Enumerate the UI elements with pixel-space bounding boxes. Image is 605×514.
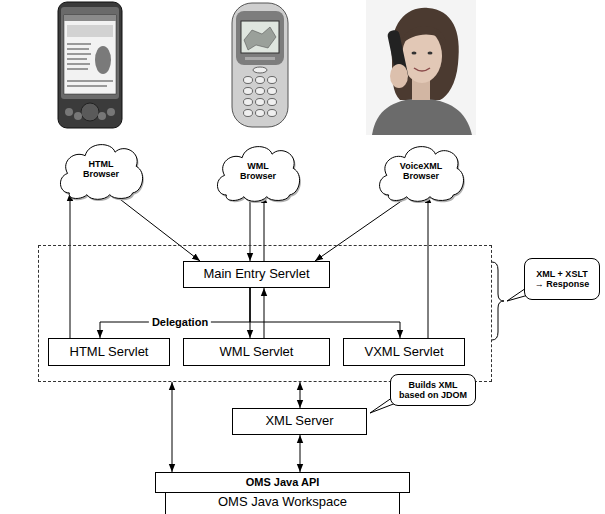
phone-brand [245,57,275,60]
phone-key [244,77,253,84]
screen-line [67,80,113,82]
group-brace [492,262,504,340]
pda-screen [64,15,116,94]
cloud-shape [217,147,299,202]
phone-key [256,88,265,95]
workspace-box: OMS Java WorkspaceOMS Java API [165,482,400,514]
browser-cloud: WML Browser [214,140,302,202]
screen-line [67,53,91,55]
phone-key [256,99,265,106]
browser-cloud: HTML Browser [57,138,145,200]
connector-arrow [300,435,301,472]
node-label: WML Browser [233,161,283,182]
connector-arrow [172,382,173,472]
connector-arrow [300,382,301,408]
servlet-box: VXML Servlet [343,338,465,366]
connector-arrow [428,195,429,338]
server-box: XML Server [232,408,367,435]
phone-key [256,77,265,84]
pda-button [74,112,82,120]
node-label: HTML Servlet [70,345,149,360]
pda-button [98,112,106,120]
screen-figure [95,46,111,74]
screen-line [67,58,87,60]
eye [412,52,417,55]
browser-cloud: VoiceXML Browser [376,140,466,202]
connector-arrow [264,288,265,338]
node-label: Builds XML based on JDOM [397,380,469,401]
servlet-box: HTML Servlet [48,338,170,366]
shoulders [372,98,472,135]
phone-front [236,11,284,65]
connector-arrow [315,195,410,261]
api-box: OMS Java API [155,472,410,493]
phone-key [268,110,277,117]
connector-arrow [250,195,251,261]
node-label: Main Entry Servlet [203,267,309,282]
phone-key [244,99,253,106]
node-label: XML Server [265,414,333,429]
connector-arrow [264,195,265,261]
connector-arrow [100,288,250,338]
screen-bar [64,15,116,21]
phone-body [232,3,288,127]
connectors [70,193,428,472]
screen-line [67,43,91,45]
phone-key [256,110,265,117]
servlet-box: Main Entry Servlet [183,261,330,288]
screen-banner [67,25,113,37]
node-label: VXML Servlet [365,345,444,360]
cloud-shape [60,145,142,200]
screen-map [244,27,276,50]
mouth [414,68,430,71]
screen-line [67,68,88,70]
pda-button [107,108,115,116]
eye [428,52,433,55]
callout-bubble: XML + XSLT → Response [524,258,600,300]
connector-arrow [70,193,71,338]
servlet-group: Main Entry ServletHTML Servlet WML Servle… [38,245,492,382]
caller-photo [366,0,476,135]
cloud-shape [380,147,464,202]
node-label: HTML Browser [76,159,126,180]
node-label: OMS Java API [246,476,320,489]
fringe [400,26,446,46]
phone-key [268,77,277,84]
pda-bezel [61,7,119,99]
pda-illustration [58,2,122,128]
node-label: VoiceXML Browser [396,161,446,182]
phone-key [268,99,277,106]
servlet-box: WML Servlet [183,338,330,366]
connector-arrow [112,193,200,261]
photo-ground [366,0,476,135]
screen-line [67,48,89,50]
delegation-label: Delegation [149,316,211,329]
node-label: OMS Java Workspace [218,495,347,510]
phone-key [253,67,267,73]
pda-button [81,103,99,121]
node-label: WML Servlet [220,345,294,360]
node-label: XML + XSLT → Response [533,269,591,290]
phone-illustration [232,3,288,127]
pda-button [65,108,73,116]
phone-screen [241,21,279,53]
screen-line [67,85,107,87]
phone-key [244,110,253,117]
phone-key [244,88,253,95]
pda-body [58,2,122,128]
screen-line [67,63,90,65]
phone-key [268,88,277,95]
callout-bubble: Builds XML based on JDOM [390,374,476,406]
hand [390,64,408,88]
connector-arrow [250,288,400,338]
